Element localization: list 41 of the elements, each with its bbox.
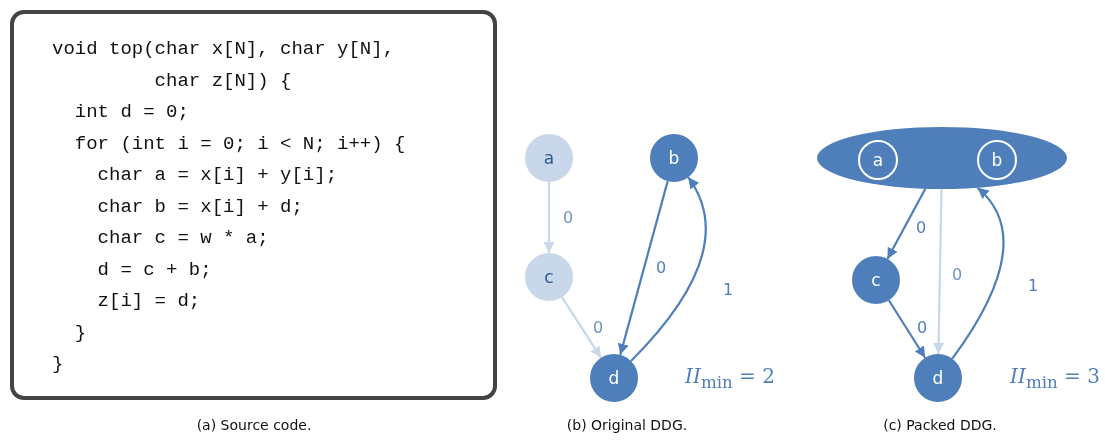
code-line: char z[N]) {	[153, 68, 292, 94]
code-line: char a = x[i] + y[i];	[96, 163, 338, 188]
code-panel	[10, 10, 497, 400]
code-line: char b = x[i] + d;	[96, 194, 303, 220]
node-label: a	[543, 148, 555, 168]
node-label: d	[932, 368, 944, 388]
node-label: a	[872, 150, 884, 170]
code-line: char c = w * a;	[96, 226, 269, 251]
node-label: c	[871, 270, 881, 290]
node-circle	[590, 354, 638, 402]
math-label: II$_{min}$ = 2	[685, 364, 775, 392]
node-circle	[852, 256, 900, 304]
arrow	[887, 299, 927, 359]
figure-caption: (a) Source code.	[196, 417, 312, 433]
arrow	[561, 296, 602, 359]
arrow	[543, 182, 555, 253]
faded-node-circle	[525, 134, 573, 182]
arrow	[933, 188, 945, 354]
code-line: z[i] = d;	[96, 289, 201, 314]
node-label: c	[544, 267, 554, 287]
node-label: d	[608, 368, 620, 388]
arrow	[617, 180, 669, 356]
faded-node-circle	[525, 253, 573, 301]
node-circle	[914, 354, 962, 402]
code-line: int d = 0;	[73, 100, 189, 125]
math-label: II$_{min}$ = 3	[1010, 364, 1100, 392]
node-label: b	[668, 148, 680, 168]
node-circle	[650, 134, 698, 182]
code-line: void top(char x[N], char y[N],	[52, 37, 395, 62]
code-line: }	[52, 352, 64, 377]
node-circle	[977, 140, 1017, 180]
arrow	[886, 188, 927, 260]
arrow	[951, 186, 1005, 360]
node-circle	[858, 140, 898, 180]
figure-caption: (c) Packed DDG.	[883, 417, 997, 433]
code-line: }	[73, 320, 87, 346]
code-line: d = c + b;	[96, 257, 212, 283]
arrow	[630, 176, 707, 362]
code-line: for (int i = 0; i < N; i++) {	[73, 131, 406, 157]
figure-caption: (b) Original DDG.	[566, 417, 688, 433]
node-label: b	[991, 150, 1003, 170]
